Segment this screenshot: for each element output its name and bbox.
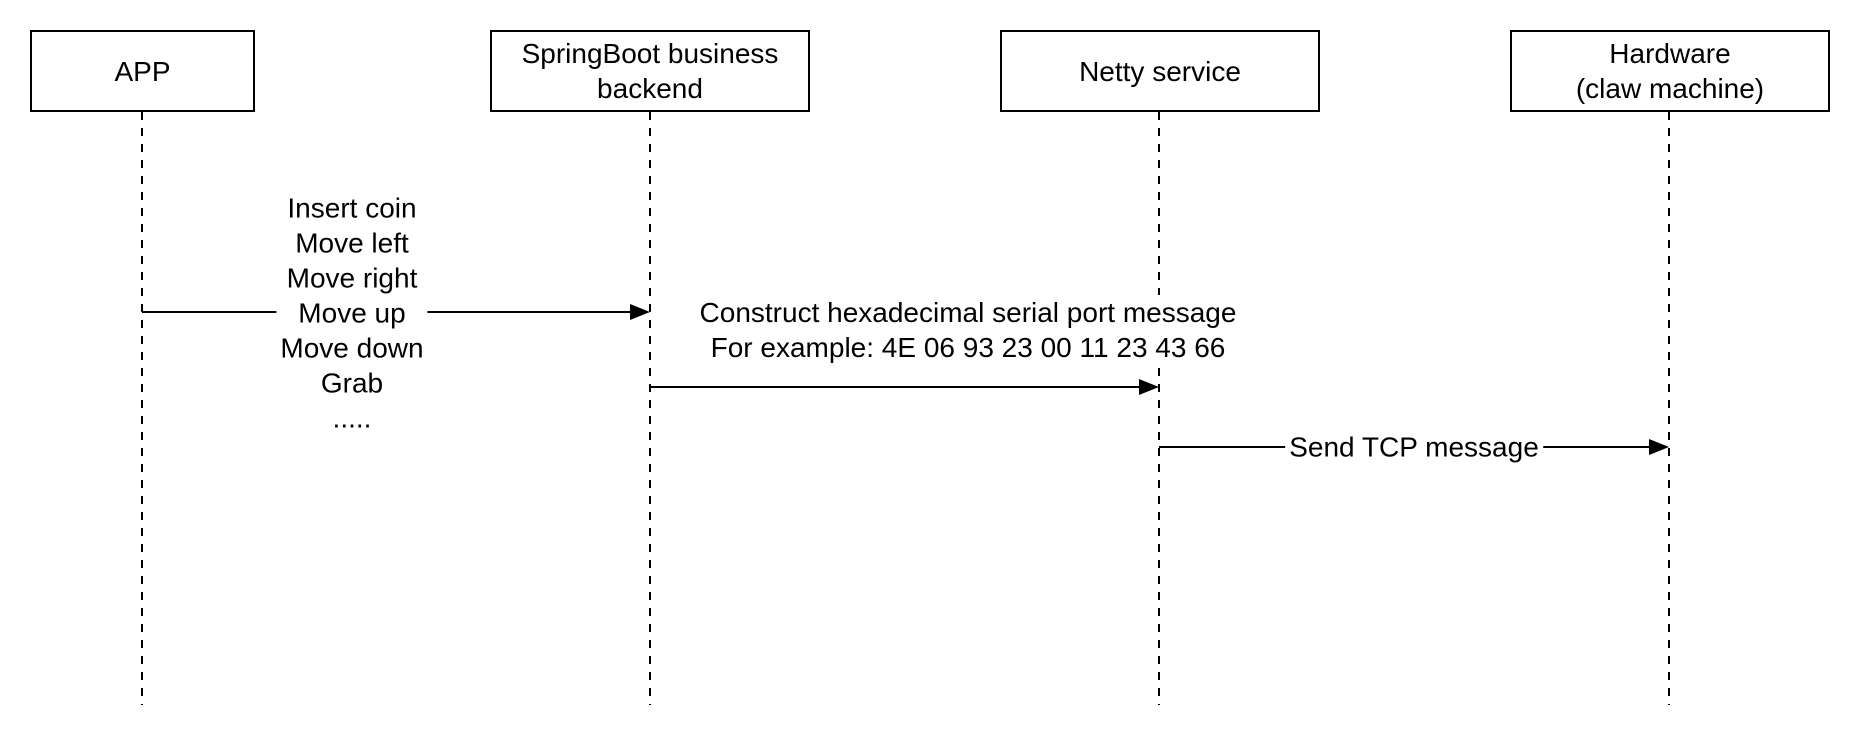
actor-box-hardware: Hardware (claw machine) xyxy=(1510,30,1830,112)
message-label-send-tcp: Send TCP message xyxy=(1285,429,1543,465)
actor-label-springboot-backend: SpringBoot business backend xyxy=(521,38,779,104)
actor-label-hardware: Hardware (claw machine) xyxy=(1575,38,1765,104)
lifeline-hardware xyxy=(1668,112,1670,705)
actor-label-app: APP xyxy=(114,55,171,87)
message-label-serial-port: Construct hexadecimal serial port messag… xyxy=(695,295,1241,365)
message-label-app-commands: Insert coin Move left Move right Move up… xyxy=(276,190,428,436)
lifeline-app xyxy=(141,112,143,705)
actor-box-netty-service: Netty service xyxy=(1000,30,1320,112)
message-line xyxy=(650,386,1140,388)
arrowhead-icon xyxy=(1139,379,1159,395)
actor-box-springboot-backend: SpringBoot business backend xyxy=(490,30,810,112)
arrowhead-icon xyxy=(630,304,650,320)
arrowhead-icon xyxy=(1649,439,1669,455)
lifeline-netty-service xyxy=(1158,112,1160,705)
lifeline-springboot-backend xyxy=(649,112,651,705)
actor-box-app: APP xyxy=(30,30,255,112)
actor-label-netty-service: Netty service xyxy=(1079,55,1241,87)
